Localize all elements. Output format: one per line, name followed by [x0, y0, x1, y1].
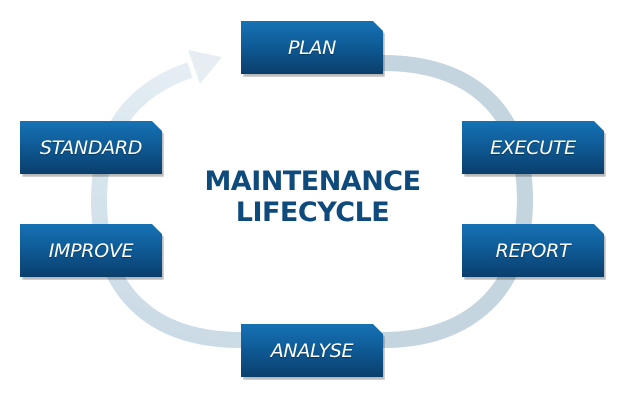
- cycle-path-right: [382, 55, 534, 348]
- stage-plan: PLAN: [241, 21, 385, 77]
- stage-label: IMPROVE: [48, 239, 134, 262]
- stage-execute: EXECUTE: [462, 121, 606, 177]
- stage-label: ANALYSE: [270, 339, 354, 362]
- stage-analyse: ANALYSE: [241, 324, 385, 380]
- stage-box: [462, 224, 604, 277]
- stage-box: [20, 121, 162, 174]
- diagram-title: MAINTENANCE LIFECYCLE: [160, 166, 465, 228]
- title-line-2: LIFECYCLE: [235, 197, 390, 228]
- stage-label: REPORT: [495, 239, 571, 262]
- stage-box: [462, 121, 604, 174]
- stage-improve: IMPROVE: [20, 224, 164, 280]
- stage-box: [241, 324, 383, 377]
- stage-label: STANDARD: [39, 136, 143, 159]
- stage-standard: STANDARD: [20, 121, 164, 177]
- stage-box: [241, 21, 383, 74]
- stage-box: [20, 224, 162, 277]
- stage-report: REPORT: [462, 224, 606, 280]
- stage-label: EXECUTE: [490, 136, 576, 159]
- arrow-head-icon: [188, 50, 222, 84]
- stage-label: PLAN: [287, 36, 337, 59]
- title-line-1: MAINTENANCE: [204, 166, 421, 197]
